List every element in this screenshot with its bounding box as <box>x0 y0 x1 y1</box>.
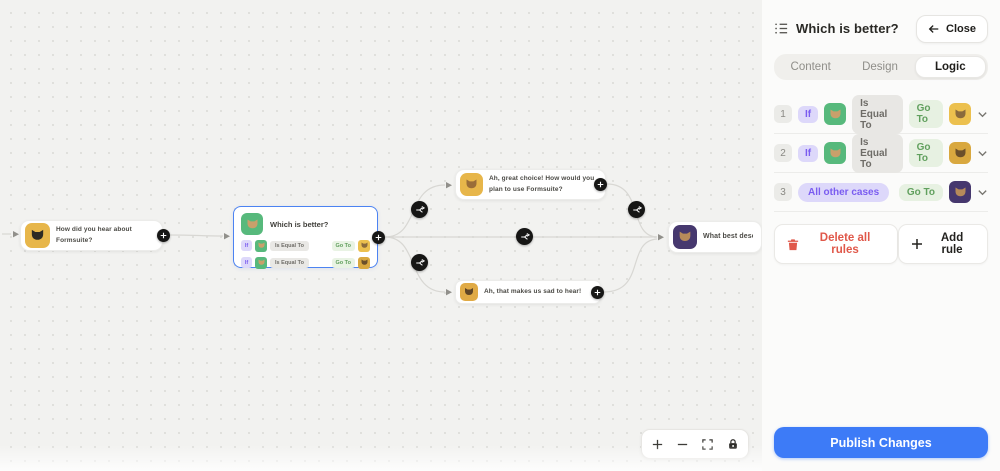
dog-avatar-sad <box>460 283 478 301</box>
goto-badge: Go To <box>908 139 943 167</box>
chevron-down-icon[interactable] <box>977 148 988 159</box>
operator-badge: Is Equal To <box>270 257 309 268</box>
node-rule-row: If Is Equal To Go To <box>241 256 370 269</box>
goto-badge: Go To <box>331 240 355 251</box>
rule-index: 2 <box>774 144 792 162</box>
dog-avatar-party <box>460 173 483 196</box>
if-badge: If <box>798 144 819 162</box>
chevron-down-icon[interactable] <box>977 109 988 120</box>
node-title: Which is better? <box>270 219 329 229</box>
dog-avatar-green <box>241 213 263 235</box>
flow-node-what-best-describes[interactable]: What best descr <box>668 221 762 253</box>
add-rule-button[interactable]: Add rule <box>898 224 988 264</box>
delete-all-rules-button[interactable]: Delete all rules <box>774 224 899 264</box>
add-connection-button[interactable] <box>591 286 604 299</box>
plus-icon <box>911 238 923 250</box>
dog-avatar-black-pug <box>25 223 50 248</box>
dog-avatar-green <box>824 103 847 125</box>
branch-condition-icon[interactable] <box>411 201 428 218</box>
logic-rule-row-1[interactable]: 1 If Is Equal To Go To <box>774 94 988 134</box>
properties-panel: Which is better? Close Content Design Lo… <box>762 0 1000 471</box>
chevron-down-icon[interactable] <box>977 187 988 198</box>
zoom-in-icon[interactable] <box>647 434 667 454</box>
dog-avatar-yellow-small <box>358 239 370 252</box>
dog-avatar-green-small <box>255 239 267 252</box>
publish-changes-button[interactable]: Publish Changes <box>774 427 988 458</box>
branch-condition-icon[interactable] <box>516 228 533 245</box>
branch-condition-icon[interactable] <box>628 201 645 218</box>
flow-canvas[interactable]: How did you hear about Formsuite? Which … <box>0 0 762 471</box>
tab-design[interactable]: Design <box>862 61 898 73</box>
add-rule-label: Add rule <box>940 232 964 256</box>
dog-avatar-green <box>824 142 847 164</box>
node-question-text: How did you hear about Formsuite? <box>56 225 132 244</box>
add-connection-button[interactable] <box>594 178 607 191</box>
dog-avatar-purple <box>673 225 697 249</box>
dog-avatar-yellow-small <box>358 256 370 269</box>
if-badge: If <box>241 240 252 251</box>
node-message-text: Ah, great choice! How would you plan to … <box>489 174 595 193</box>
goto-badge: Go To <box>898 183 943 201</box>
node-question-text: What best descr <box>703 233 753 241</box>
dog-avatar-yellow <box>949 103 971 125</box>
back-arrow-icon <box>928 23 940 35</box>
node-message-text: Ah, that makes us sad to hear! <box>484 287 582 295</box>
rule-index: 3 <box>774 183 792 201</box>
trash-icon <box>787 238 799 251</box>
all-other-cases-badge: All other cases <box>798 182 890 202</box>
close-button[interactable]: Close <box>916 14 988 43</box>
flow-node-great-choice[interactable]: Ah, great choice! How would you plan to … <box>455 169 606 200</box>
node-rule-row: If Is Equal To Go To <box>241 239 370 252</box>
operator-badge: Is Equal To <box>852 94 903 134</box>
tab-logic[interactable]: Logic <box>914 56 986 78</box>
zoom-out-icon[interactable] <box>672 434 692 454</box>
list-icon <box>774 21 789 36</box>
dog-avatar-yellow <box>949 142 971 164</box>
lock-icon[interactable] <box>723 434 743 454</box>
panel-title: Which is better? <box>796 21 899 36</box>
flow-node-sad[interactable]: Ah, that makes us sad to hear! <box>455 280 601 304</box>
operator-badge: Is Equal To <box>270 240 309 251</box>
logic-rule-row-3[interactable]: 3 All other cases Go To <box>774 173 988 212</box>
fit-view-icon[interactable] <box>698 434 718 454</box>
logic-rules-list: 1 If Is Equal To Go To 2 If Is Equal To … <box>774 94 988 212</box>
dog-avatar-green-small <box>255 256 267 269</box>
flow-node-which-is-better-selected[interactable]: Which is better? If Is Equal To Go To If… <box>233 206 378 269</box>
add-connection-button[interactable] <box>372 231 385 244</box>
add-connection-button[interactable] <box>157 229 170 242</box>
logic-rule-row-2[interactable]: 2 If Is Equal To Go To <box>774 133 988 173</box>
if-badge: If <box>241 257 252 268</box>
close-button-label: Close <box>946 22 976 35</box>
tab-content[interactable]: Content <box>790 61 831 73</box>
goto-badge: Go To <box>331 257 355 268</box>
canvas-zoom-toolbar <box>641 429 749 459</box>
panel-tabs: Content Design Logic <box>774 54 988 80</box>
goto-badge: Go To <box>908 100 943 128</box>
dog-avatar-purple <box>949 181 971 203</box>
branch-condition-icon[interactable] <box>411 254 428 271</box>
rule-index: 1 <box>774 105 792 123</box>
flow-node-start[interactable]: How did you hear about Formsuite? <box>20 220 163 251</box>
if-badge: If <box>798 105 819 123</box>
delete-all-rules-label: Delete all rules <box>819 232 871 256</box>
operator-badge: Is Equal To <box>852 133 903 173</box>
